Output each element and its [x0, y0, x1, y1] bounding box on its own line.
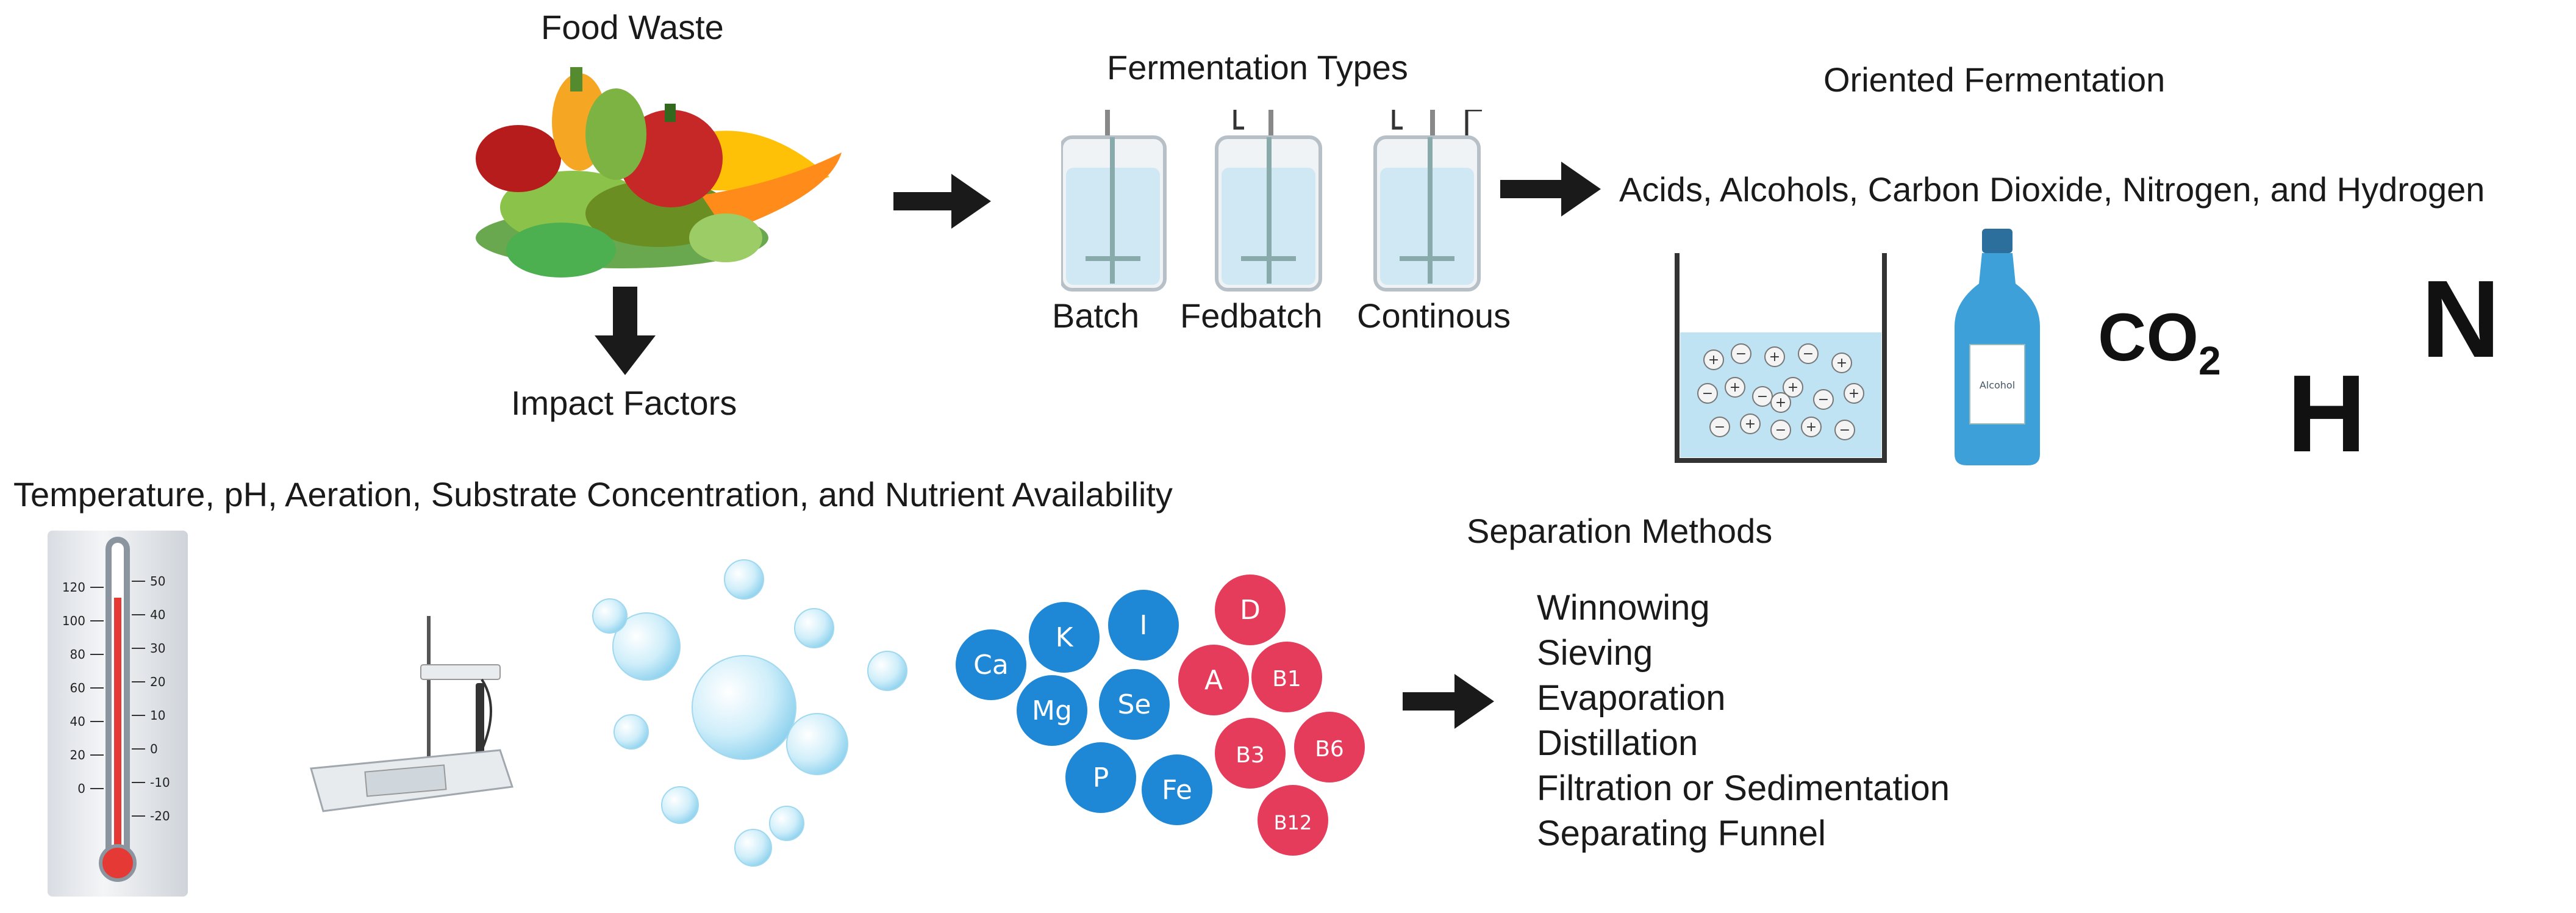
svg-text:+: + [1745, 417, 1756, 432]
arrow-down-icon [595, 287, 656, 375]
mineral-mg: Mg [1017, 675, 1087, 746]
temp-scale-label: 50 [150, 574, 165, 589]
svg-text:+: + [1787, 380, 1798, 395]
temp-scale-label: 20 [70, 748, 85, 762]
svg-text:Se: Se [1118, 689, 1151, 720]
products-label: Acids, Alcohols, Carbon Dioxide, Nitroge… [1619, 170, 2485, 209]
impact-factors-list: Temperature, pH, Aeration, Substrate Con… [13, 475, 1173, 514]
continous-label: Continous [1357, 296, 1511, 335]
svg-text:+: + [1730, 380, 1741, 395]
svg-text:+: + [1769, 349, 1780, 365]
list-item: Evaporation [1537, 678, 1726, 718]
temp-scale-label: 20 [150, 675, 165, 689]
mineral-k: K [1029, 602, 1100, 673]
svg-text:B1: B1 [1272, 667, 1301, 692]
svg-text:+: + [1775, 395, 1786, 410]
batch-label: Batch [1052, 296, 1140, 335]
svg-text:I: I [1140, 610, 1148, 641]
arrow-right-icon [1403, 674, 1494, 729]
temp-scale-label: 60 [70, 681, 85, 695]
oriented-fermentation-label: Oriented Fermentation [1823, 60, 2166, 99]
svg-text:+: + [1836, 356, 1847, 371]
svg-text:−: − [1775, 423, 1786, 438]
svg-text:Fe: Fe [1162, 775, 1192, 806]
thermometer-icon: 120 100 80 60 40 20 0 50 40 30 20 10 0 -… [48, 531, 188, 897]
separation-methods-list: Winnowing Sieving Evaporation Distillati… [1537, 585, 1950, 856]
list-item: Distillation [1537, 723, 1698, 763]
vitamin-b12: B12 [1258, 785, 1328, 856]
mineral-ca: Ca [956, 629, 1026, 700]
svg-text:−: − [1702, 386, 1713, 401]
vitamin-d: D [1215, 575, 1286, 645]
arrow-right-icon [1500, 162, 1601, 217]
impact-factors-label: Impact Factors [511, 384, 737, 422]
svg-text:Ca: Ca [973, 650, 1009, 681]
svg-text:−: − [1757, 389, 1768, 404]
temp-scale-label: 120 [62, 580, 85, 595]
svg-text:B6: B6 [1315, 737, 1344, 762]
svg-text:K: K [1056, 622, 1074, 653]
bottle-label-text: Alcohol [1980, 379, 2015, 391]
temp-scale-label: 100 [62, 614, 85, 628]
food-waste-label: Food Waste [541, 8, 724, 46]
separation-methods-label: Separation Methods [1467, 512, 1773, 550]
aeration-bubbles-icon [592, 559, 907, 867]
svg-text:+: + [1848, 386, 1859, 401]
mineral-se: Se [1099, 669, 1170, 740]
svg-text:−: − [1803, 346, 1814, 362]
mineral-fe: Fe [1142, 754, 1212, 825]
svg-text:B12: B12 [1274, 811, 1312, 834]
list-item: Winnowing [1537, 588, 1710, 628]
nutrient-balls-icon: Ca K I Mg Se P Fe D A B1 B3 B6 B12 [956, 575, 1365, 856]
arrow-right-icon [893, 174, 991, 229]
svg-text:−: − [1736, 346, 1747, 362]
mineral-p: P [1065, 742, 1136, 813]
temp-scale-label: 40 [70, 714, 85, 729]
co2-symbol: CO2 [2098, 300, 2221, 384]
alcohol-bottle-icon: Alcohol [1955, 229, 2040, 465]
svg-text:−: − [1818, 392, 1829, 407]
temp-scale-label: 80 [70, 647, 85, 662]
list-item: Filtration or Sedimentation [1537, 768, 1950, 808]
temp-scale-label: 0 [77, 781, 85, 796]
temp-scale-label: 0 [150, 742, 158, 756]
hydrogen-symbol: H [2287, 353, 2366, 475]
list-item: Separating Funnel [1537, 814, 1826, 853]
svg-text:D: D [1240, 595, 1261, 626]
fedbatch-label: Fedbatch [1180, 296, 1323, 335]
beaker-ions-icon: +−+ −+− +−+ −+− +−+ −+ [1675, 253, 1887, 463]
vitamin-a: A [1178, 645, 1249, 715]
vitamin-b1: B1 [1251, 642, 1322, 712]
svg-text:P: P [1093, 762, 1109, 793]
vitamin-b3: B3 [1215, 718, 1286, 789]
batch-fermenter-icon [1061, 110, 1167, 292]
list-item: Sieving [1537, 633, 1653, 673]
svg-text:B3: B3 [1236, 743, 1265, 768]
svg-text:−: − [1839, 423, 1850, 438]
temp-scale-label: -10 [150, 775, 170, 790]
svg-text:A: A [1204, 665, 1223, 696]
temp-scale-label: 30 [150, 641, 165, 656]
fedbatch-fermenter-icon [1215, 110, 1322, 292]
svg-text:Mg: Mg [1032, 695, 1072, 726]
mineral-i: I [1108, 590, 1179, 661]
food-waste-vegetables-icon [476, 67, 842, 277]
svg-text:+: + [1806, 420, 1817, 435]
temp-scale-label: 10 [150, 708, 165, 723]
temp-scale-label: 40 [150, 607, 165, 622]
vitamin-b6: B6 [1294, 712, 1365, 782]
svg-text:−: − [1714, 420, 1725, 435]
fermentation-vessels [1061, 110, 1482, 292]
continuous-fermenter-icon [1373, 110, 1482, 292]
ph-meter-icon [310, 616, 513, 812]
svg-text:+: + [1708, 353, 1719, 368]
temp-scale-label: -20 [150, 809, 170, 823]
nitrogen-symbol: N [2421, 258, 2500, 381]
fermentation-types-label: Fermentation Types [1107, 48, 1408, 87]
